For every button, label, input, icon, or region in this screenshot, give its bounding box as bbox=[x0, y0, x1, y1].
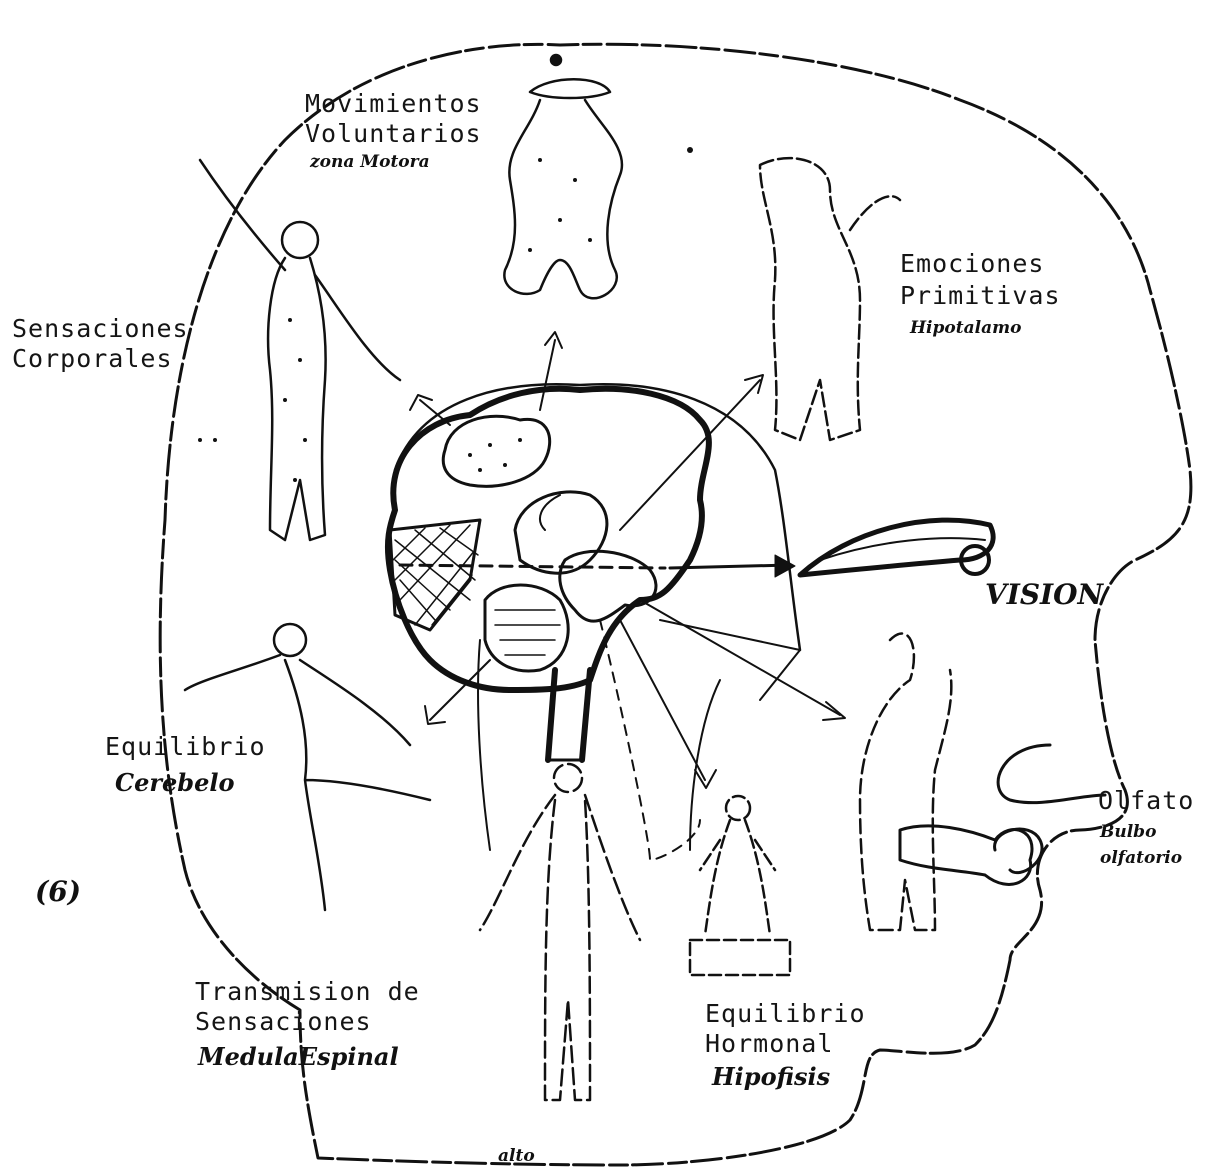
ear-outline bbox=[998, 745, 1105, 803]
motor-zone-caption: zona Motora bbox=[310, 152, 430, 172]
limbic-structure bbox=[515, 492, 607, 573]
skull-dome bbox=[395, 384, 800, 650]
medula-caption: MedulaEspinal bbox=[198, 1042, 399, 1071]
sensaciones-label-1: Sensaciones bbox=[12, 315, 189, 343]
transmision-label-2: Sensaciones bbox=[195, 1008, 372, 1036]
bottom-mark: alto bbox=[498, 1146, 535, 1166]
equilibrio-hormonal-label-1: Equilibrio bbox=[705, 1000, 866, 1028]
arrow-smell bbox=[640, 600, 840, 715]
olfactory-bulb bbox=[900, 826, 1032, 885]
figure-motor bbox=[504, 55, 622, 298]
cerebelo-caption: Cerebelo bbox=[115, 768, 234, 797]
vision-label: VISION bbox=[985, 578, 1103, 611]
movimientos-label-1: Movimientos bbox=[305, 90, 482, 118]
figure-hormonal bbox=[690, 796, 790, 975]
movimientos-label-2: Voluntarios bbox=[305, 120, 482, 148]
arrow-motor bbox=[540, 340, 555, 410]
arrow-hormonal bbox=[620, 620, 705, 780]
hypothalamus-caption: Hipotalamo bbox=[910, 318, 1021, 338]
figure-smell bbox=[860, 634, 951, 930]
hypothalamus bbox=[560, 551, 656, 621]
equilibrio-label: Equilibrio bbox=[105, 733, 266, 761]
emociones-label-2: Primitivas bbox=[900, 282, 1061, 310]
figure-spine bbox=[480, 764, 640, 1100]
transmision-label-1: Transmision de bbox=[195, 978, 420, 1006]
motor-zone bbox=[443, 416, 549, 486]
bulbo-caption: Bulbo bbox=[1100, 822, 1156, 842]
figure-emotions bbox=[760, 158, 900, 440]
figure-number: (6) bbox=[35, 875, 81, 908]
arrow-sensation bbox=[420, 400, 450, 425]
olfatorio-caption: olfatorio bbox=[1100, 848, 1182, 868]
olfato-label: Olfato bbox=[1098, 787, 1194, 815]
arrow-emotion bbox=[620, 380, 760, 530]
figure-balance bbox=[185, 624, 430, 910]
hipofisis-caption: Hipofisis bbox=[712, 1062, 830, 1091]
cerebellum bbox=[485, 585, 568, 671]
equilibrio-hormonal-label-2: Hormonal bbox=[705, 1030, 833, 1058]
figure-sensations bbox=[200, 160, 400, 540]
sensaciones-label-2: Corporales bbox=[12, 345, 173, 373]
brain-stem-chamber bbox=[478, 640, 720, 850]
emociones-label-1: Emociones bbox=[900, 250, 1044, 278]
nose-outline bbox=[995, 829, 1042, 873]
